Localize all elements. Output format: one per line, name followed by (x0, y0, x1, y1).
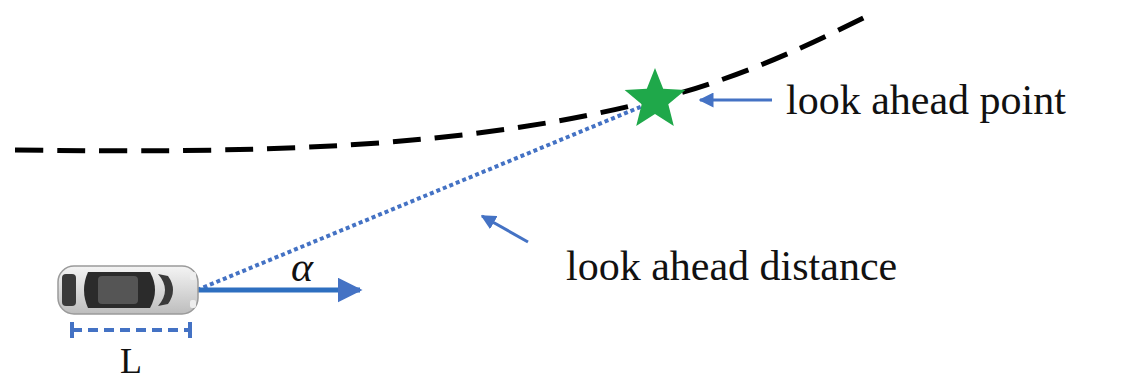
callout-label: look ahead distance (566, 245, 897, 287)
callout-label: look ahead point (786, 79, 1066, 121)
length-bracket (72, 322, 190, 338)
leader-arrow (700, 99, 772, 102)
leader-arrow (482, 216, 528, 242)
heading-arrow (197, 288, 360, 293)
reference-path (15, 12, 875, 151)
look-ahead-star (625, 68, 686, 126)
dimension-label: L (120, 343, 142, 379)
angle-symbol: α (291, 246, 313, 288)
car-icon (58, 266, 198, 314)
